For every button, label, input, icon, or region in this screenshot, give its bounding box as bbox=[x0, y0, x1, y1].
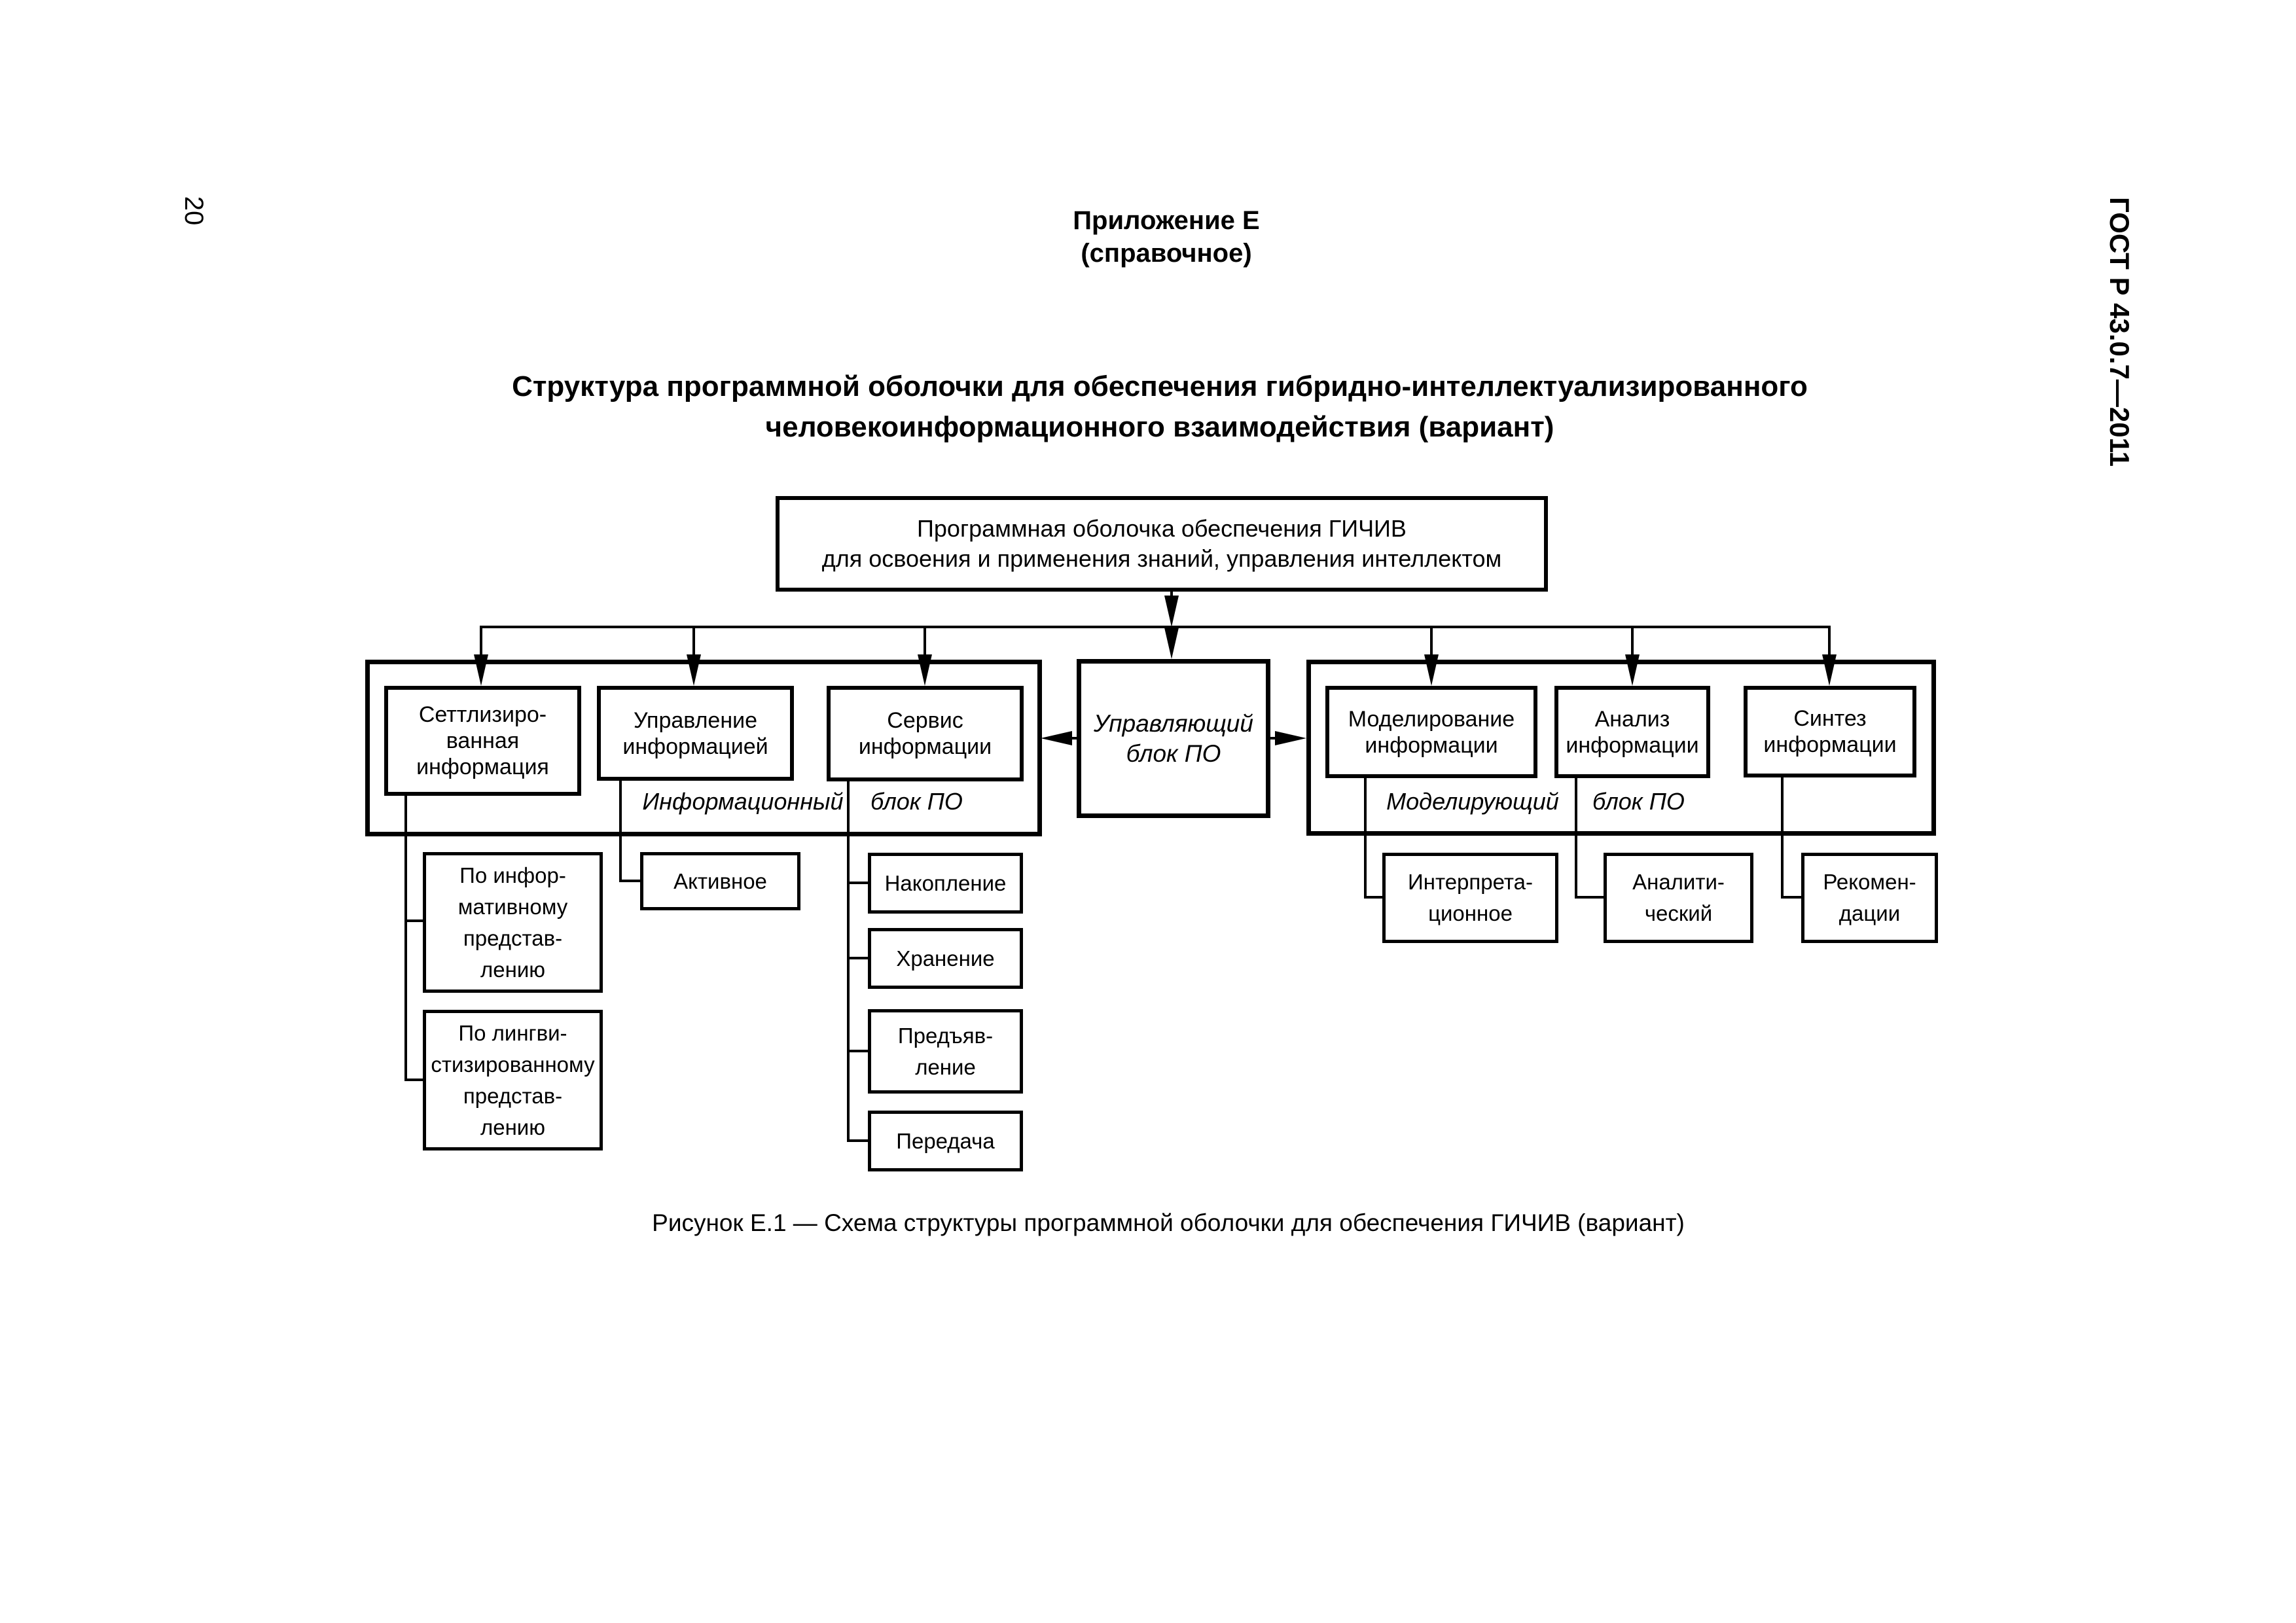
box-informative-representation: По инфор- мативному представ- лению bbox=[423, 852, 603, 993]
box-control-block: Управляющий блок ПО bbox=[1077, 659, 1270, 818]
box-information-management: Управление информацией bbox=[597, 686, 794, 781]
connector-line bbox=[404, 919, 425, 922]
box-settled-information: Сеттлизиро- ванная информация bbox=[384, 686, 581, 796]
arrow-right-icon bbox=[1275, 731, 1306, 745]
connector-line bbox=[404, 793, 407, 1081]
arrow-down-icon bbox=[1164, 596, 1179, 627]
box-interpretation: Интерпрета- ционное bbox=[1382, 853, 1558, 943]
connector-line bbox=[847, 957, 869, 959]
connector-line bbox=[847, 1050, 869, 1052]
box-recommendations: Рекомен- дации bbox=[1801, 853, 1938, 943]
arrow-down-icon bbox=[1164, 628, 1179, 659]
info-group-label-right: блок ПО bbox=[870, 788, 963, 815]
box-active: Активное bbox=[640, 852, 800, 910]
diagram-title: Структура программной оболочки для обесп… bbox=[512, 370, 1808, 443]
group-information-block bbox=[365, 660, 1042, 836]
connector-line bbox=[847, 882, 869, 884]
box-information-analysis: Анализ информации bbox=[1554, 686, 1710, 778]
connector-line bbox=[1364, 896, 1382, 899]
box-root-software-shell: Программная оболочка обеспечения ГИЧИВ д… bbox=[776, 496, 1548, 592]
connector-line bbox=[692, 626, 695, 660]
box-linguistic-representation: По лингви- стизированному представ- лени… bbox=[423, 1010, 603, 1150]
box-storage: Хранение bbox=[868, 928, 1023, 989]
connector-line bbox=[1828, 626, 1831, 660]
box-presentation: Предъяв- ление bbox=[868, 1009, 1023, 1094]
doc-code: ГОСТ Р 43.0.7—2011 bbox=[2104, 196, 2135, 467]
connector-line bbox=[480, 626, 482, 660]
box-accumulation: Накопление bbox=[868, 853, 1023, 914]
connector-line bbox=[1575, 896, 1604, 899]
figure-caption: Рисунок Е.1 — Схема структуры программно… bbox=[652, 1209, 1685, 1236]
box-information-synthesis: Синтез информации bbox=[1744, 686, 1916, 777]
connector-line bbox=[1364, 775, 1367, 899]
connector-line bbox=[1068, 737, 1080, 740]
connector-line bbox=[1781, 896, 1801, 899]
connector-line bbox=[619, 777, 622, 882]
model-group-label-right: блок ПО bbox=[1592, 788, 1685, 815]
connector-line bbox=[847, 1139, 869, 1142]
connector-line bbox=[924, 626, 926, 660]
box-transfer: Передача bbox=[868, 1111, 1023, 1171]
box-information-modeling: Моделирование информации bbox=[1325, 686, 1537, 778]
connector-line bbox=[1430, 626, 1433, 660]
box-information-service: Сервис информации bbox=[827, 686, 1024, 781]
page-number: 20 bbox=[179, 196, 208, 226]
appendix-subtitle: (справочное) bbox=[1081, 239, 1252, 268]
model-group-label-left: Моделирующий bbox=[1386, 788, 1559, 815]
box-analytic: Аналити- ческий bbox=[1604, 853, 1753, 943]
connector-line bbox=[1575, 775, 1577, 899]
connector-line bbox=[1781, 774, 1784, 899]
connector-line bbox=[404, 1079, 425, 1081]
appendix-title: Приложение Е bbox=[1073, 206, 1260, 235]
connector-line bbox=[1266, 737, 1278, 740]
connector-line bbox=[847, 778, 850, 1142]
info-group-label-left: Информационный bbox=[642, 788, 844, 815]
arrow-left-icon bbox=[1041, 731, 1072, 745]
connector-line bbox=[619, 880, 643, 882]
distributor-line bbox=[480, 626, 1831, 628]
connector-line bbox=[1631, 626, 1634, 660]
group-modeling-block bbox=[1306, 660, 1936, 836]
